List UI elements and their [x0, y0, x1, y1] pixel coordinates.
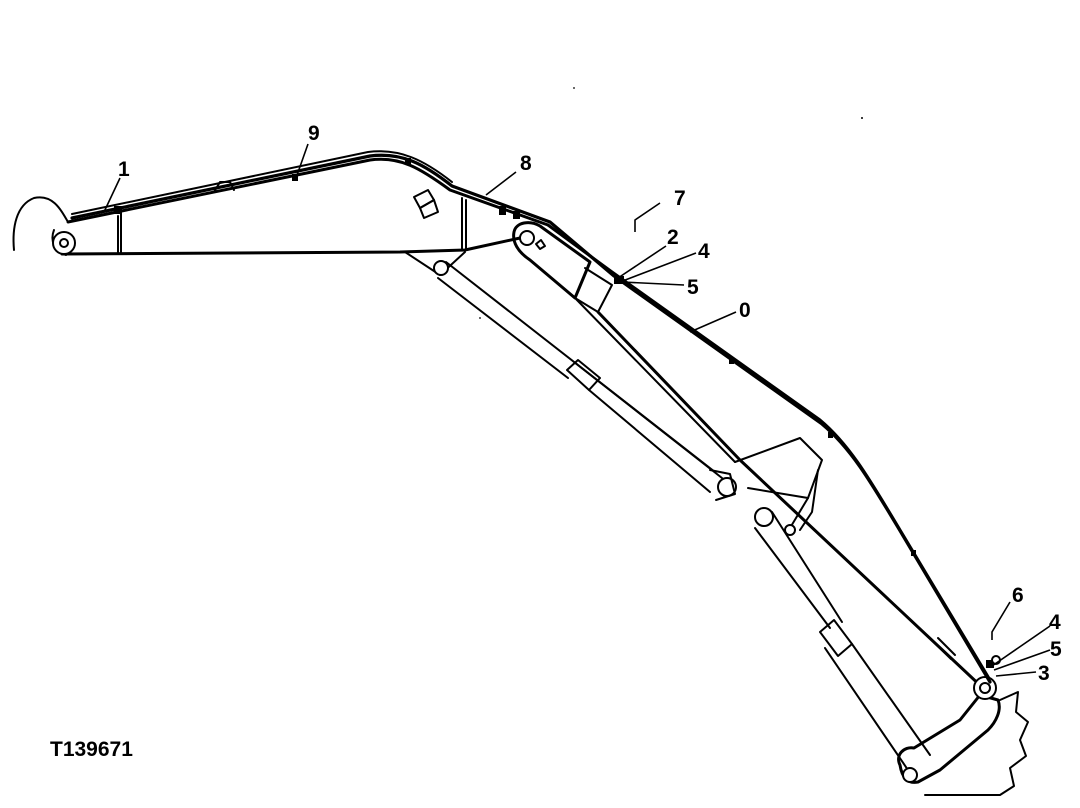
- line-fitting-upper: [614, 276, 624, 284]
- callout-4-lower: 4: [1049, 611, 1061, 634]
- machine-cutoff-outline: [12, 196, 69, 251]
- callout-9: 9: [308, 122, 320, 145]
- bucket-link-pin: [902, 767, 918, 783]
- boom: [51, 157, 550, 276]
- callout-3: 3: [1038, 662, 1050, 685]
- boom-cylinder: [437, 261, 736, 501]
- scan-speckles: [479, 87, 863, 319]
- boom-arm-joint: [512, 221, 613, 313]
- callout-6: 6: [1012, 584, 1024, 607]
- callout-5-lower: 5: [1050, 638, 1062, 661]
- callout-5-upper: 5: [687, 276, 699, 299]
- callout-0: 0: [739, 299, 751, 322]
- callout-2: 2: [667, 226, 679, 249]
- bucket-cylinder: [754, 511, 931, 771]
- hydraulic-line: [70, 150, 1001, 684]
- figure-id: T139671: [50, 738, 133, 761]
- leader-lines: [103, 143, 1051, 677]
- bucket-cylinder-head-pin: [754, 507, 774, 527]
- line-fitting-lower: [986, 660, 994, 668]
- arm: [546, 223, 992, 692]
- bucket-linkage: [897, 676, 1029, 796]
- boom-cylinder-pin: [433, 260, 449, 276]
- boom-arm-pin: [519, 230, 535, 246]
- callout-8: 8: [520, 152, 532, 175]
- callout-4-upper: 4: [698, 240, 710, 263]
- hose-clamp: [114, 206, 122, 214]
- callout-7: 7: [674, 187, 686, 210]
- callout-1: 1: [118, 158, 130, 181]
